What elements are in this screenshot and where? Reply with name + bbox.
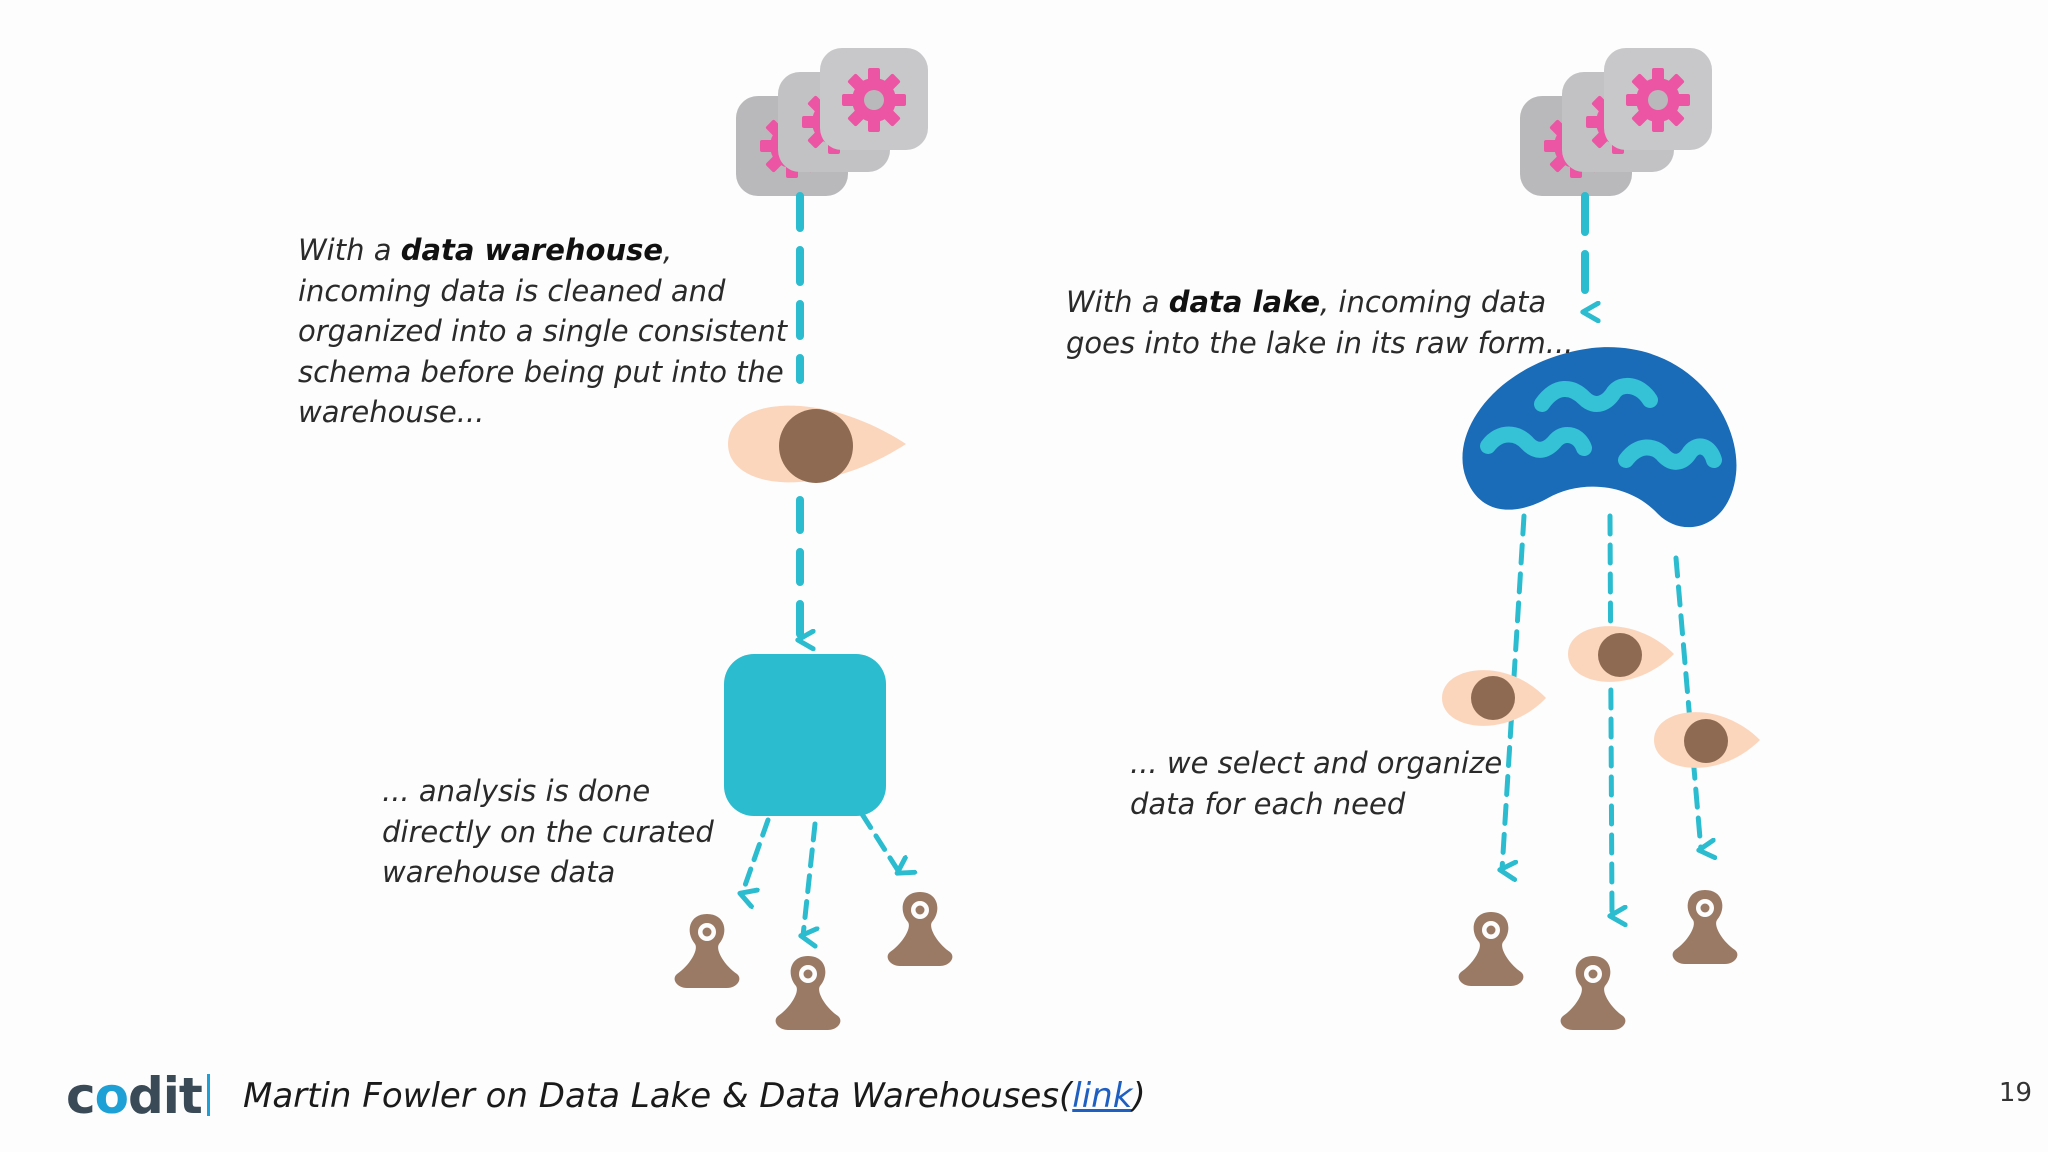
- data-lake-icon: [1462, 347, 1737, 528]
- consumer-icon: [674, 914, 740, 988]
- consumer-icon: [1560, 956, 1626, 1030]
- eye-icon: [728, 405, 906, 483]
- consumer-icon: [1672, 890, 1738, 964]
- source-gears-lake: [1520, 48, 1712, 196]
- eye-icon: [1442, 670, 1546, 726]
- warehouse-block: [724, 654, 886, 816]
- analysis-note: ... analysis is done directly on the cur…: [382, 774, 714, 889]
- source-link[interactable]: link: [1072, 1076, 1133, 1116]
- source-gears-warehouse: [736, 48, 928, 196]
- consumer-icon: [887, 892, 953, 966]
- warehouse-note: With a data warehouse, incoming data is …: [298, 233, 788, 429]
- source-caption: Martin Fowler on Data Lake & Data Wareho…: [243, 1076, 1146, 1116]
- page-number: 19: [1998, 1078, 2032, 1108]
- lake-note: With a data lake, incoming data goes int…: [1066, 285, 1574, 360]
- select-note: ... we select and organize data for each…: [1130, 746, 1503, 821]
- lake-selection-lines: [1502, 513, 1701, 916]
- warehouse-consumer-arrows: [742, 811, 899, 936]
- eye-icon: [1654, 712, 1760, 768]
- warehouse-keyword: data warehouse: [400, 233, 664, 267]
- eye-icon: [1568, 626, 1674, 682]
- consumer-icon: [775, 956, 841, 1030]
- lake-keyword: data lake: [1168, 285, 1320, 319]
- consumer-icon: [1458, 912, 1524, 986]
- codit-logo: codit: [66, 1066, 210, 1126]
